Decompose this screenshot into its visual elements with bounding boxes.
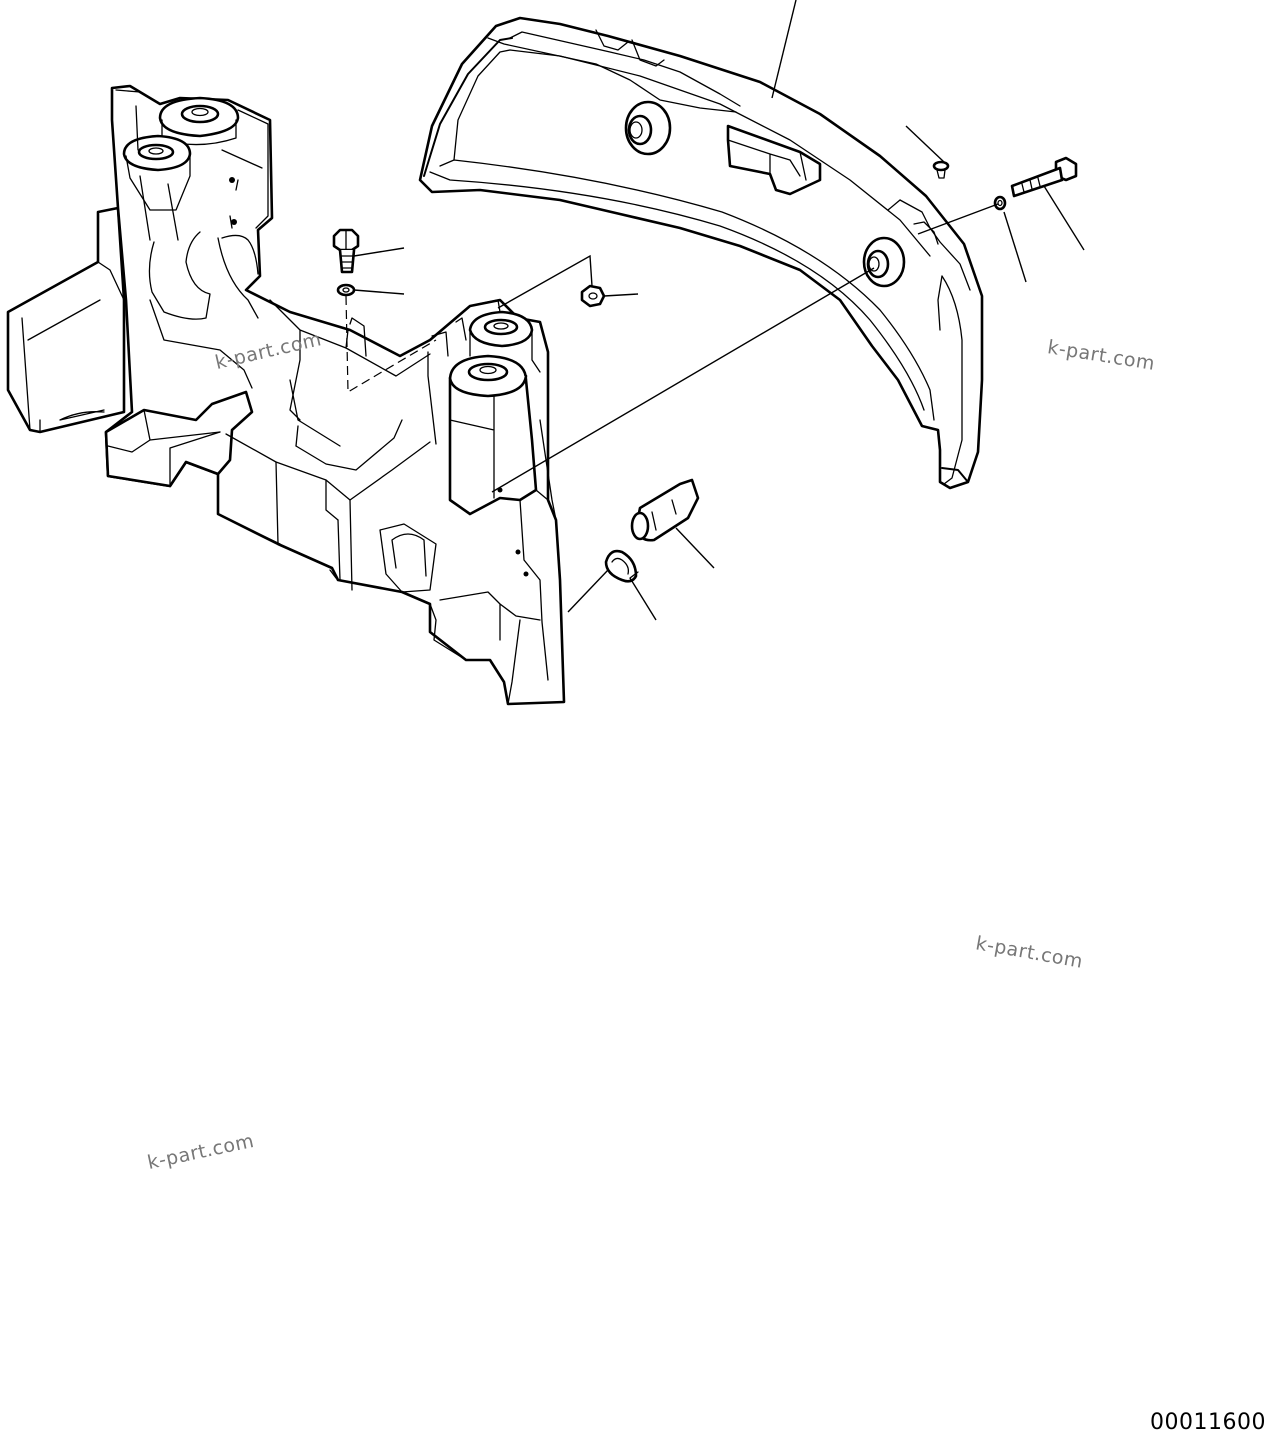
small-washer-icon	[993, 195, 1007, 211]
hardware	[332, 156, 1078, 583]
washer-icon	[336, 283, 356, 297]
leader-lines	[345, 0, 1085, 621]
hex-bolt-icon	[332, 228, 360, 274]
hose-clamp-icon	[604, 549, 639, 583]
screw-icon	[932, 160, 950, 179]
long-bolt-icon	[1010, 156, 1078, 198]
hose-icon	[630, 478, 700, 542]
fender-cover	[418, 16, 984, 490]
drawing-number: 00011600	[1150, 1410, 1266, 1435]
frame-assembly	[6, 84, 566, 706]
hex-nut-icon	[580, 284, 606, 308]
